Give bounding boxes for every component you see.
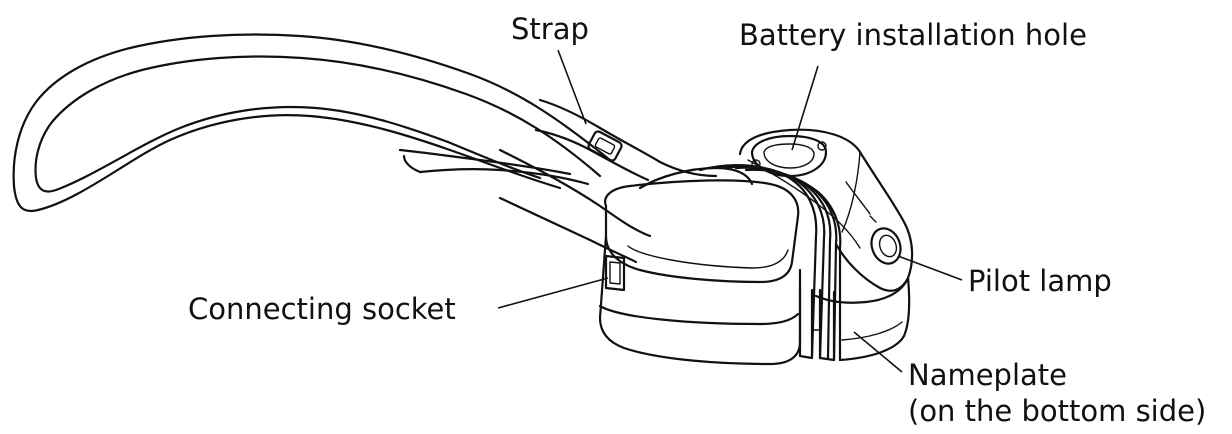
pilot-lamp-label: Pilot lamp — [968, 264, 1112, 298]
connecting-socket-label: Connecting socket — [188, 292, 456, 326]
nameplate-location-note: (on the bottom side) — [908, 394, 1207, 428]
battery-hole-leader — [791, 65, 819, 151]
nameplate-leader — [853, 331, 903, 373]
strap — [12, 33, 754, 264]
strap-buckle — [587, 130, 623, 162]
battery-pack-body — [598, 128, 914, 366]
connecting-socket-leader — [497, 277, 609, 309]
nameplate-label: Nameplate — [908, 358, 1068, 392]
pilot-lamp — [869, 215, 902, 265]
battery-installation-hole-label: Battery installation hole — [739, 18, 1087, 52]
pilot-lamp-leader — [897, 255, 963, 281]
connecting-socket — [604, 254, 626, 292]
ribbed-band — [698, 164, 842, 362]
strap-label: Strap — [511, 12, 589, 46]
strap-leader — [557, 49, 587, 125]
battery-installation-hole — [750, 134, 828, 178]
